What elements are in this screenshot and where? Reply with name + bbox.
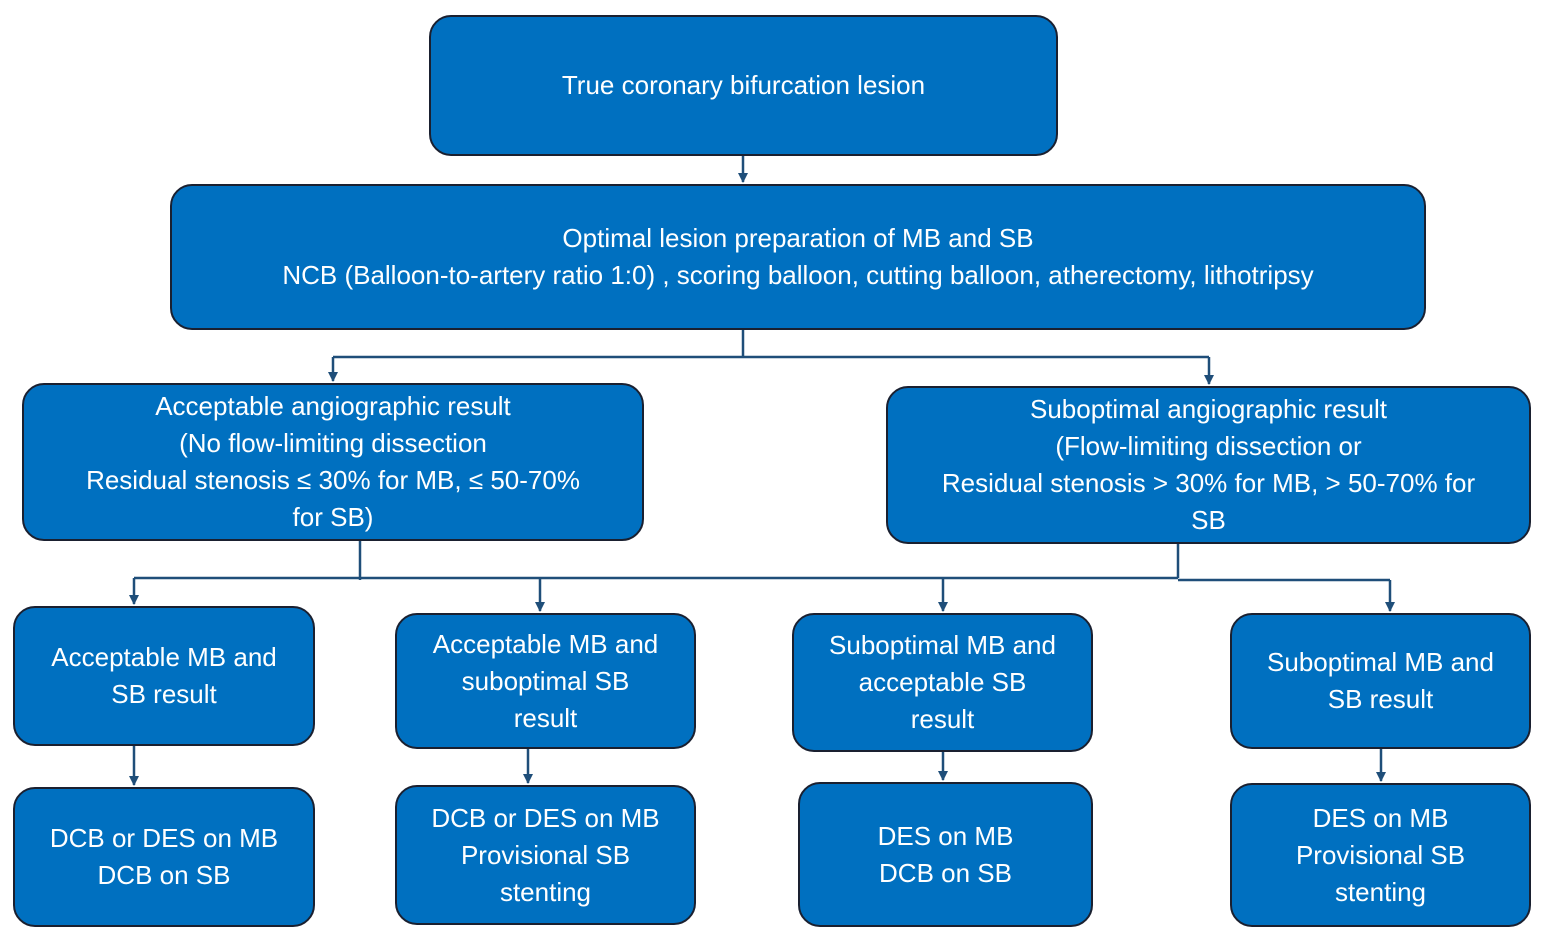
outcome-3-line1: Suboptimal MB and [829,630,1056,660]
outcome-2-line2: suboptimal SB [461,665,630,696]
outcome-1-line1: Acceptable MB and [51,642,277,672]
acceptable-result-line2: (No flow-limiting dissection [179,428,487,458]
acceptable-result-box: Acceptable angiographic result (No flow-… [22,383,644,541]
lesion-preparation-methods: NCB (Balloon-to-artery ratio 1:0) , scor… [282,260,1314,290]
outcome-box-1: Acceptable MB and SB result [13,606,315,746]
treatment-box-2: DCB or DES on MB Provisional SB stenting [395,785,696,925]
acceptable-result-line3: Residual stenosis ≤ 30% for MB, ≤ 50-70% [86,465,580,495]
treatment-2-line2: Provisional SB [460,839,631,870]
outcome-box-3: Suboptimal MB and acceptable SB result [792,613,1093,752]
lesion-preparation-title: Optimal lesion preparation of MB and SB [562,223,1034,253]
treatment-2-line3: stenting [499,876,592,907]
suboptimal-result-line4: SB [1191,505,1226,535]
outcome-box-2: Acceptable MB and suboptimal SB result [395,613,696,749]
lesion-preparation-box: Optimal lesion preparation of MB and SB … [170,184,1426,330]
suboptimal-result-box: Suboptimal angiographic result (Flow-lim… [886,386,1531,544]
acceptable-result-title: Acceptable angiographic result [155,391,511,421]
treatment-4-line3: stenting [1334,876,1427,907]
treatment-box-4: DES on MB Provisional SB stenting [1230,783,1531,927]
suboptimal-result-line2: (Flow-limiting dissection or [1055,431,1362,461]
outcome-4-line1: Suboptimal MB and [1267,647,1494,677]
treatment-4-line1: DES on MB [1312,802,1449,833]
outcome-1-line2: SB result [111,679,217,709]
outcome-2-line3: result [513,702,578,733]
treatment-1-line1: DCB or DES on MB [49,823,279,853]
root-node-box: True coronary bifurcation lesion [429,15,1058,156]
outcome-3-line3: result [910,704,975,734]
outcome-4-line2: SB result [1327,684,1434,714]
treatment-box-1: DCB or DES on MB DCB on SB [13,787,315,927]
root-node-label: True coronary bifurcation lesion [561,70,926,100]
treatment-3-line1: DES on MB [877,820,1014,851]
treatment-3-line2: DCB on SB [879,857,1012,888]
treatment-4-line2: Provisional SB [1295,839,1466,870]
suboptimal-result-title: Suboptimal angiographic result [1030,394,1387,424]
outcome-box-4: Suboptimal MB and SB result [1230,613,1531,749]
treatment-1-line2: DCB on SB [97,860,231,890]
outcome-2-line1: Acceptable MB and [432,628,659,659]
treatment-box-3: DES on MB DCB on SB [798,782,1093,927]
suboptimal-result-line3: Residual stenosis > 30% for MB, > 50-70%… [941,468,1476,498]
treatment-2-line1: DCB or DES on MB [431,802,660,833]
outcome-3-line2: acceptable SB [858,667,1027,697]
acceptable-result-line4: for SB) [292,502,374,532]
